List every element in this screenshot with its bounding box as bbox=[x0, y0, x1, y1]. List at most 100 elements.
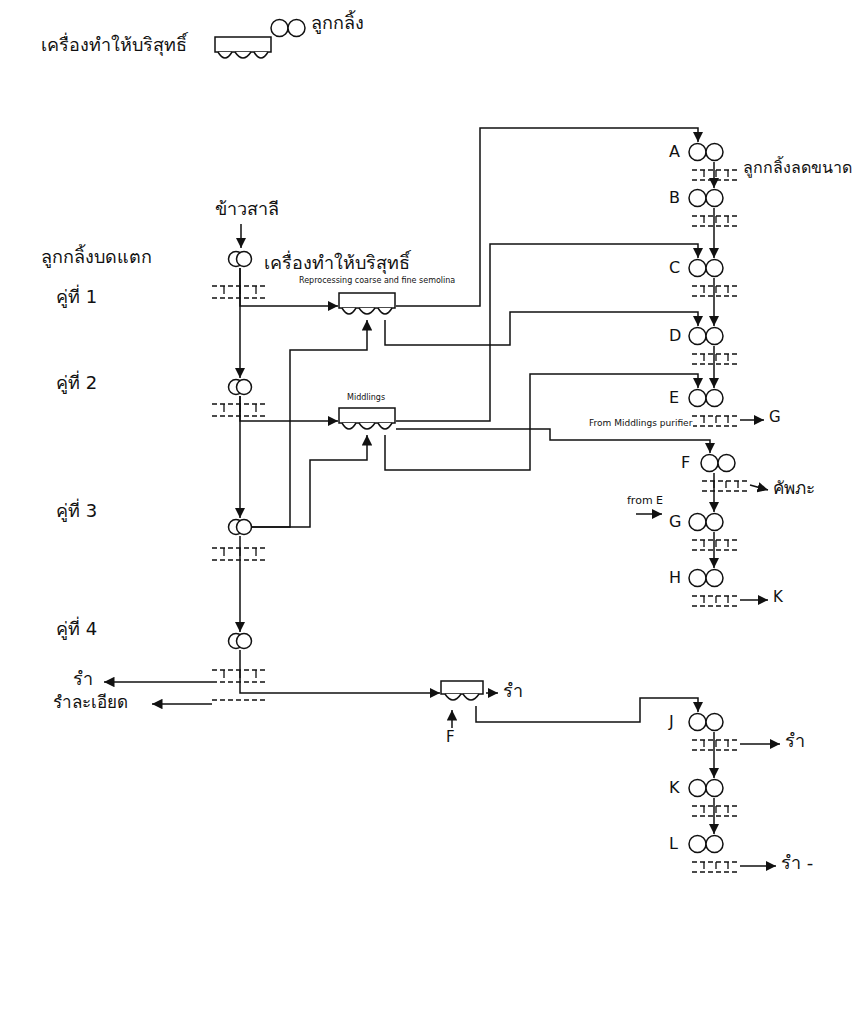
break-roller-outline bbox=[237, 252, 252, 267]
flow-label: ลูกกลิ้งลดขนาด bbox=[742, 158, 853, 177]
reduction-roller-symbol bbox=[688, 834, 724, 854]
sifter-symbol bbox=[692, 286, 740, 296]
reduction-roller-symbol bbox=[688, 512, 724, 532]
node-label: คู่ที่ 3 bbox=[55, 500, 98, 522]
sifter-symbol bbox=[692, 354, 740, 364]
flow-line bbox=[396, 244, 698, 421]
reduction-roller-symbol bbox=[688, 142, 724, 162]
output-arrow bbox=[486, 692, 498, 694]
purifier-outline bbox=[342, 423, 392, 429]
flow-label: รำ bbox=[784, 730, 806, 752]
reduction-roller-outline bbox=[706, 570, 723, 587]
reduction-roller-outline bbox=[689, 390, 706, 407]
reduction-roller-outline bbox=[689, 570, 706, 587]
break-roller-outline bbox=[237, 380, 252, 395]
bran-duster: รำ bbox=[440, 680, 484, 706]
reduction-roller-symbol bbox=[700, 453, 736, 473]
reduction-roller-symbol bbox=[688, 568, 724, 588]
roller-letter: J bbox=[668, 712, 675, 731]
reduction-roller: K bbox=[688, 778, 724, 798]
flow-label: K bbox=[772, 588, 784, 606]
roller-letter: E bbox=[668, 388, 680, 407]
sifter-symbol bbox=[212, 699, 268, 700]
break-roller-symbol bbox=[228, 378, 252, 396]
purifier-outline bbox=[342, 308, 392, 314]
node-label: Middlings bbox=[346, 393, 386, 403]
output-arrow bbox=[740, 743, 780, 745]
flow-line bbox=[239, 536, 241, 632]
sifter-symbol bbox=[692, 170, 740, 180]
break-roller: คู่ที่ 4 bbox=[228, 632, 252, 650]
node-label: คู่ที่ 2 bbox=[55, 372, 98, 394]
flow-line bbox=[252, 435, 367, 527]
reduction-roller: C bbox=[688, 258, 724, 278]
break-roller-outline bbox=[237, 520, 252, 535]
reduction-roller-symbol bbox=[688, 188, 724, 208]
reduction-roller-outline bbox=[689, 780, 706, 797]
flow-line bbox=[396, 429, 710, 453]
reduction-roller-outline bbox=[689, 260, 706, 277]
flow-line bbox=[240, 396, 338, 421]
node-label: Reprocessing coarse and fine semolina bbox=[298, 276, 456, 286]
reduction-roller-outline bbox=[706, 714, 723, 731]
flow-label: ข้าวสาลี bbox=[214, 198, 280, 220]
output-arrow bbox=[636, 513, 662, 515]
roller-letter: B bbox=[668, 188, 681, 207]
purifier-symbol bbox=[215, 37, 271, 58]
flow-line bbox=[240, 268, 338, 306]
reduction-roller-symbol bbox=[688, 778, 724, 798]
sifter-symbol bbox=[692, 216, 740, 226]
reduction-roller-outline bbox=[718, 455, 735, 472]
reduction-roller-symbol bbox=[688, 258, 724, 278]
reduction-roller-outline bbox=[689, 190, 706, 207]
break-roller-symbol bbox=[228, 250, 252, 268]
flow-line bbox=[385, 374, 698, 470]
roller-letter: L bbox=[668, 834, 679, 853]
break-roller: คู่ที่ 3 bbox=[228, 518, 252, 536]
reduction-roller-outline bbox=[706, 390, 723, 407]
reduction-roller: E bbox=[688, 388, 724, 408]
purifier-symbol bbox=[338, 407, 396, 435]
roller-letter: C bbox=[668, 258, 681, 277]
flow-label: รำ - bbox=[780, 852, 814, 874]
reduction-roller-symbol bbox=[688, 326, 724, 346]
reduction-roller-outline bbox=[706, 836, 723, 853]
flow-line bbox=[713, 208, 715, 258]
roller-letter: K bbox=[668, 778, 681, 797]
reduction-roller: G bbox=[688, 512, 724, 532]
reduction-roller-outline bbox=[706, 144, 723, 161]
flow-line bbox=[713, 162, 715, 188]
output-arrow bbox=[240, 224, 242, 248]
reduction-roller-outline bbox=[706, 190, 723, 207]
reduction-roller-outline bbox=[689, 144, 706, 161]
output-arrow bbox=[740, 599, 768, 601]
flow-line bbox=[713, 798, 715, 834]
flow-line bbox=[240, 650, 440, 693]
break-roller: ลูกกลิ้งบดแตกคู่ที่ 1 bbox=[228, 250, 252, 268]
reduction-roller: D bbox=[688, 326, 724, 346]
flow-label: from E bbox=[626, 494, 664, 507]
flow-label: From Middlings purifier bbox=[588, 418, 693, 429]
reduction-roller: A bbox=[688, 142, 724, 162]
sifter-symbol bbox=[692, 416, 740, 426]
roller-letter: D bbox=[668, 326, 682, 345]
output-arrow bbox=[104, 224, 780, 866]
reduction-roller-outline bbox=[689, 714, 706, 731]
roller-symbol bbox=[271, 20, 305, 37]
break-roller-symbol bbox=[228, 518, 252, 536]
break-roller-outline bbox=[237, 634, 252, 649]
sifter-symbol bbox=[212, 170, 750, 872]
bran-duster-outline bbox=[445, 694, 479, 700]
flow-line bbox=[713, 732, 715, 778]
break-roller: คู่ที่ 2 bbox=[228, 378, 252, 396]
reduction-roller-symbol bbox=[688, 388, 724, 408]
sifter-symbol bbox=[692, 740, 740, 750]
node-label: รำ bbox=[502, 680, 524, 702]
reduction-roller: L bbox=[688, 834, 724, 854]
reduction-roller: H bbox=[688, 568, 724, 588]
reduction-roller: F bbox=[700, 453, 736, 473]
output-arrow bbox=[740, 419, 764, 421]
reduction-roller-outline bbox=[706, 514, 723, 531]
